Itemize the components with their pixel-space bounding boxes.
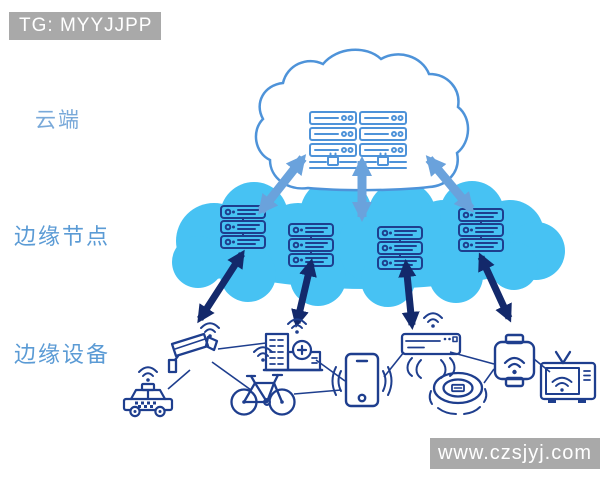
cloud-to-edge-arrows [257, 154, 475, 222]
antenna-icon [554, 350, 572, 365]
cloud-edge-arrow-right [425, 155, 475, 213]
air-conditioner-icon [400, 312, 462, 379]
layer-label-edge-nodes: 边缘节点 [14, 224, 111, 249]
wifi-signal-icon [503, 356, 526, 375]
layer-label-cloud: 云端 [35, 109, 81, 132]
wifi-signal-icon [252, 346, 274, 363]
wifi-module-icon [493, 333, 536, 388]
robot-vacuum-icon [428, 371, 488, 415]
cctv-camera-icon [167, 322, 221, 374]
motion-waves-icon [428, 388, 488, 415]
device-connection-lines [167, 342, 551, 395]
edge-device-arrow-1 [197, 249, 245, 324]
wifi-signal-icon [422, 312, 444, 329]
smart-building-icon [262, 318, 324, 372]
watermark-top-left: TG: MYYJJPP [9, 12, 161, 40]
airflow-icon [406, 357, 456, 379]
smartphone-icon [331, 352, 393, 408]
edge-to-device-arrows [197, 249, 513, 330]
edge-device-arrow-2 [291, 258, 317, 328]
bicycle-icon [230, 346, 296, 416]
wifi-signal-icon [551, 376, 573, 392]
wifi-signal-icon [137, 366, 159, 383]
edge-device-arrow-4 [477, 252, 513, 323]
layer-label-edge-devices: 边缘设备 [14, 342, 111, 367]
taxi-car-icon [122, 366, 174, 418]
cloud-edge-arrow-left [257, 154, 307, 215]
watermark-bottom-right: www.czsjyj.com [430, 438, 600, 469]
edge-device-arrow-3 [398, 259, 420, 330]
television-icon [539, 350, 597, 403]
signal-waves-icon [331, 366, 393, 396]
